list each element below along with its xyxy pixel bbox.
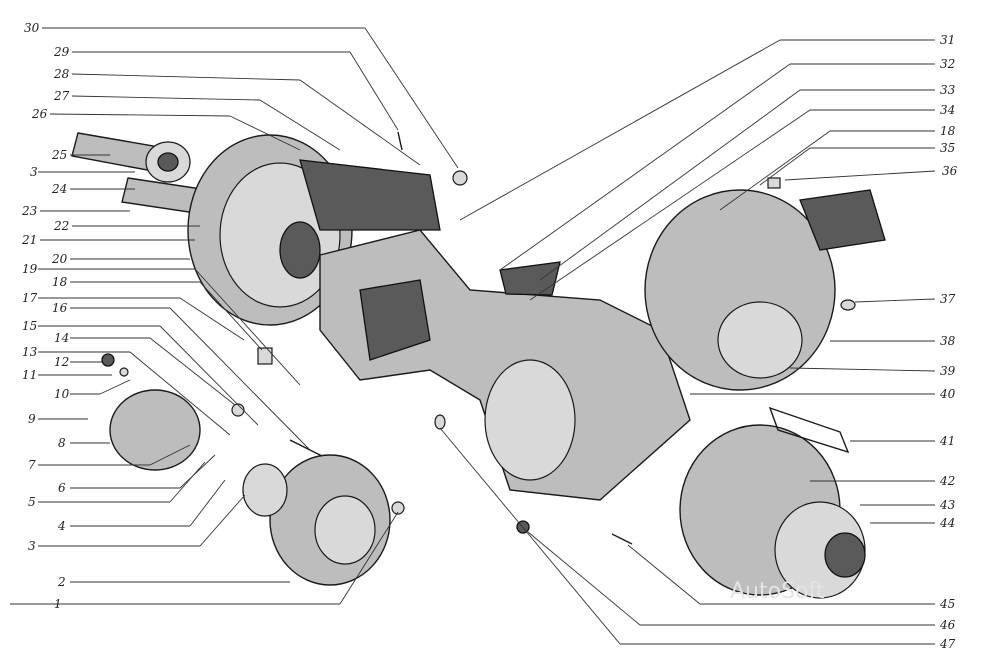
callout-19: 19 [22, 262, 38, 276]
callout-30: 30 [24, 21, 40, 35]
callout-27: 27 [53, 89, 70, 103]
callout-37: 37 [940, 292, 956, 306]
callout-22: 22 [53, 219, 69, 233]
callout-40: 40 [939, 387, 956, 401]
callout-46: 46 [939, 618, 956, 632]
callout-14: 14 [54, 331, 69, 345]
callout-23: 23 [21, 204, 38, 218]
callout-12: 12 [54, 355, 69, 369]
callout-17: 17 [22, 291, 38, 305]
small-parts [101, 131, 856, 545]
callout-18-left: 18 [52, 275, 68, 289]
axle-housing [319, 229, 691, 501]
callout-24: 24 [51, 182, 67, 196]
callout-20: 20 [51, 252, 68, 266]
callout-34: 34 [940, 103, 955, 117]
callout-13: 13 [22, 345, 38, 359]
callout-39: 39 [940, 364, 956, 378]
callout-9: 9 [28, 412, 36, 426]
callout-42: 42 [939, 474, 955, 488]
callout-labels: 30 29 28 27 26 25 3 24 23 22 21 20 19 18… [21, 21, 958, 651]
callout-15: 15 [22, 319, 37, 333]
callout-16: 16 [52, 301, 68, 315]
callout-3-upper: 3 [30, 165, 38, 179]
leader-lines [10, 27, 936, 645]
hub-left [109, 389, 391, 586]
callout-1: 1 [54, 597, 62, 611]
callout-31: 31 [940, 33, 955, 47]
callout-28: 28 [53, 67, 70, 81]
final-drive-right [644, 189, 886, 391]
callout-32: 32 [940, 57, 955, 71]
callout-21: 21 [21, 233, 37, 247]
callout-33: 33 [940, 83, 956, 97]
callout-44: 44 [939, 516, 955, 530]
callout-45: 45 [939, 597, 955, 611]
callout-4: 4 [57, 519, 66, 533]
callout-35: 35 [940, 141, 955, 155]
callout-10: 10 [54, 387, 70, 401]
callout-5: 5 [28, 495, 36, 509]
callout-8: 8 [58, 436, 66, 450]
shaft-with-bearing [71, 132, 209, 215]
callout-38: 38 [940, 334, 956, 348]
hub-right [679, 424, 866, 599]
callout-2: 2 [57, 575, 66, 589]
callout-43: 43 [939, 498, 956, 512]
callout-18-right: 18 [940, 124, 956, 138]
callout-36: 36 [942, 164, 958, 178]
callout-47: 47 [939, 637, 956, 651]
callout-29: 29 [53, 45, 70, 59]
callout-41: 41 [939, 434, 955, 448]
watermark: AutoSoft [730, 579, 825, 604]
callout-11: 11 [22, 368, 37, 382]
callout-26: 26 [31, 107, 48, 121]
callout-25: 25 [51, 148, 67, 162]
brake-drum-left [187, 134, 441, 326]
callout-3-lower: 3 [28, 539, 36, 553]
callout-6: 6 [58, 481, 66, 495]
callout-7: 7 [28, 458, 36, 472]
